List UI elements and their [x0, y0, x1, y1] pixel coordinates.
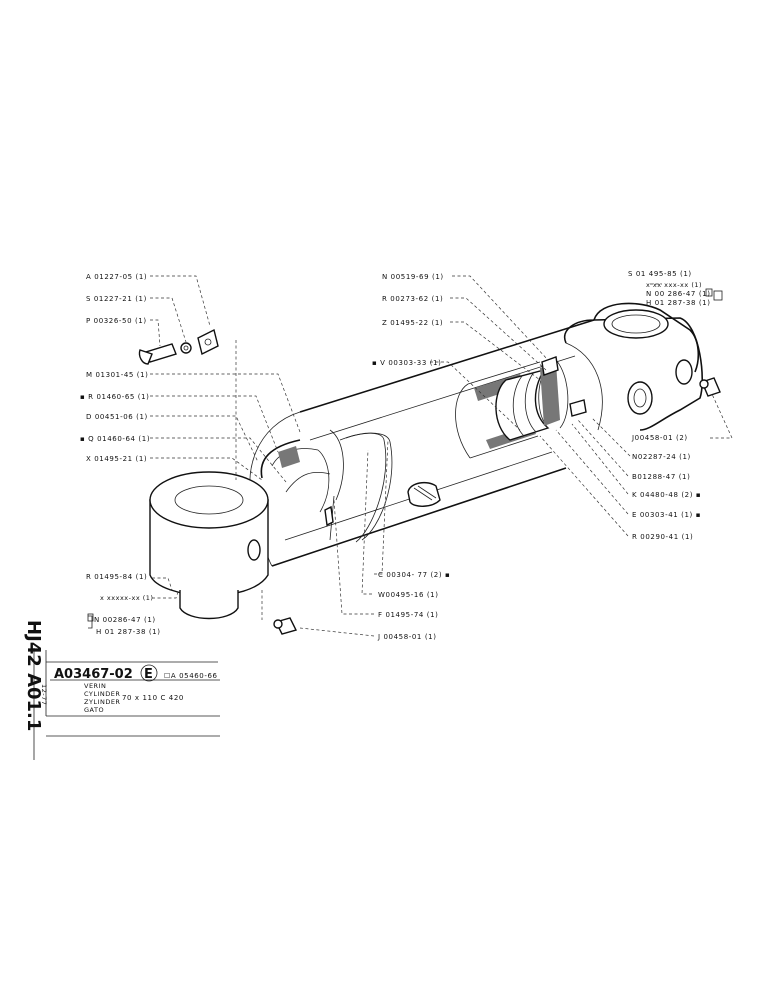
label-m01301-45: M 01301-45 (1) [86, 371, 149, 379]
leader-lines [150, 275, 733, 637]
label-r00273-62: R 00273-62 (1) [382, 295, 443, 303]
cylinder-head [563, 302, 703, 431]
fitting-symbol-right [713, 290, 723, 301]
title-block: A03467-02 E ☐A 05460-66 VERIN CYLINDER Z… [23, 620, 220, 760]
part-labels: A 01227-05 (1) S 01227-21 (1) P 00326-50… [80, 270, 723, 641]
rod-end-insert [407, 481, 441, 507]
piston-cutaway [455, 356, 587, 459]
label-s01495-85: S 01 495-85 (1) [628, 270, 692, 278]
label-e00303-41: E 00303-41 (1) ▪ [632, 511, 701, 519]
label-w00495-16: W00495-16 (1) [378, 591, 439, 599]
side-date: 12-77 [40, 684, 48, 705]
label-s01227-21: S 01227-21 (1) [86, 295, 147, 303]
title-line-1: VERIN [84, 682, 106, 690]
label-n00286-right: N 00 286-47 (1) [646, 290, 711, 298]
title-line-4: GATO [84, 706, 104, 714]
grease-nipple-head [699, 377, 721, 397]
label-j00458-01: J 00458-01 (1) [377, 633, 437, 641]
label-h01287-left: H 01 287-38 (1) [96, 628, 161, 636]
label-n02287-24: N02287-24 (1) [632, 453, 691, 461]
label-c00304-77: C 00304- 77 (2) ▪ [378, 571, 450, 579]
label-p00326-50: P 00326-50 (1) [86, 317, 147, 325]
label-v00303-33: ▪ V 00303-33 (1) [372, 359, 441, 367]
reference-number: ☐A 05460-66 [164, 672, 218, 680]
label-j00458-02: J00458-01 (2) [631, 434, 688, 442]
label-q01460-64: ▪ Q 01460-64 (1) [80, 435, 150, 443]
label-n00286-left: N 00286-47 (1) [94, 616, 156, 624]
label-z01495-22: Z 01495-22 (1) [382, 319, 443, 327]
screw-kit [138, 328, 219, 365]
label-k04480-48: K 04480-48 (2) ▪ [632, 491, 701, 499]
title-line-3: ZYLINDER [84, 698, 120, 706]
title-line-2: CYLINDER [84, 690, 120, 698]
seal-symbol-left [87, 613, 94, 622]
label-r01495-84: R 01495-84 (1) [86, 573, 147, 581]
label-b01288-47: B01288-47 (1) [632, 473, 690, 481]
label-x01495-21: X 01495-21 (1) [86, 455, 147, 463]
label-r00290-41: R 00290-41 (1) [632, 533, 693, 541]
label-r01460-65: ▪ R 01460-65 (1) [80, 393, 150, 401]
edition-circle [140, 664, 158, 682]
grease-nipple-rod [273, 617, 298, 635]
rod-gland [260, 429, 344, 513]
cylinder-spec: 70 x 110 C 420 [122, 694, 184, 702]
drawing-number: A03467-02 [54, 667, 133, 682]
label-d00451-06: D 00451-06 (1) [86, 413, 148, 421]
label-f01495-74: F 01495-74 (1) [378, 611, 439, 619]
label-h01287-right: H 01 287-38 (1) [646, 299, 711, 307]
rod-eye [149, 471, 269, 620]
edition-mark: E [144, 667, 153, 682]
side-code: HJ42 A01.1 [23, 620, 44, 731]
label-a01227-05: A 01227-05 (1) [86, 273, 147, 281]
cylinder-drawing [138, 302, 721, 635]
seal-symbol-right [705, 288, 713, 297]
cylinder-barrel [249, 319, 595, 567]
snap-rings [324, 432, 393, 543]
bracket-left [88, 615, 93, 629]
label-n00519-69: N 00519-69 (1) [382, 273, 444, 281]
label-xxx-right: x xx xxx-xx (1) [646, 281, 702, 289]
label-xxx-left: x xxxxx-xx (1) [100, 594, 153, 602]
